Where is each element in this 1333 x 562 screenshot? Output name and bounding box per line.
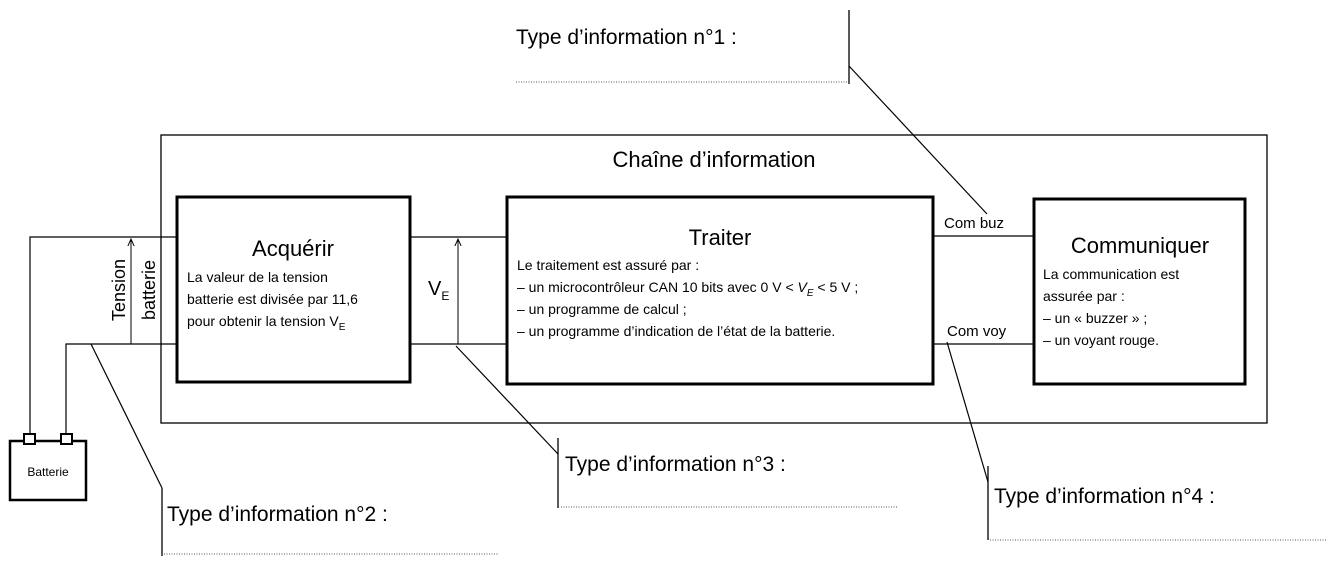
communiquer-line-1: La communication est [1043, 266, 1179, 282]
communiquer-block [1032, 197, 1247, 386]
com-buz-label: Com buz [944, 215, 1004, 232]
acquerir-title: Acquérir [252, 236, 334, 261]
battery-box [8, 439, 88, 502]
type-info-3-label: Type d’information n°3 : [565, 453, 786, 476]
type-info-4-label: Type d’information n°4 : [994, 485, 1215, 508]
acquerir-line-2: batterie est divisée par 11,6 [187, 291, 358, 307]
communiquer-title: Communiquer [1071, 233, 1209, 258]
acquerir-line-3: pour obtenir la tension VE [187, 313, 346, 333]
type-info-2-leader [90, 343, 163, 489]
type-info-2-label: Type d’information n°2 : [167, 503, 388, 526]
acquerir-block [175, 195, 412, 384]
traiter-item-1: – un microcontrôleur CAN 10 bits avec 0 … [517, 279, 858, 299]
com-voy-label: Com voy [947, 323, 1007, 340]
traiter-title: Traiter [689, 225, 752, 250]
type-info-4-leader [946, 341, 989, 483]
type-info-3-leader [455, 345, 559, 455]
traiter-item-2: – un programme de calcul ; [517, 301, 687, 317]
battery-label: Batterie [27, 465, 69, 479]
acquerir-line-1: La valeur de la tension [187, 269, 328, 285]
ve-label: VE [428, 278, 449, 303]
traiter-intro: Le traitement est assuré par : [517, 257, 699, 273]
tension-label-1: Tension [109, 259, 129, 321]
type-info-1-leader [848, 65, 988, 215]
battery-terminal-right [60, 433, 73, 445]
chain-frame [160, 134, 1268, 424]
communiquer-line-2: assurée par : [1043, 288, 1125, 304]
connection-wires [29, 235, 1034, 437]
traiter-item-3: – un programme d’indication de l’état de… [517, 323, 835, 339]
battery-terminal-left [23, 433, 36, 445]
communiquer-item-2: – un voyant rouge. [1043, 332, 1159, 348]
chain-title: Chaîne d’information [612, 147, 815, 172]
communiquer-item-1: – un « buzzer » ; [1043, 310, 1147, 326]
traiter-block [505, 195, 935, 386]
type-info-1-label: Type d’information n°1 : [516, 26, 737, 49]
tension-label-2: batterie [139, 260, 159, 320]
